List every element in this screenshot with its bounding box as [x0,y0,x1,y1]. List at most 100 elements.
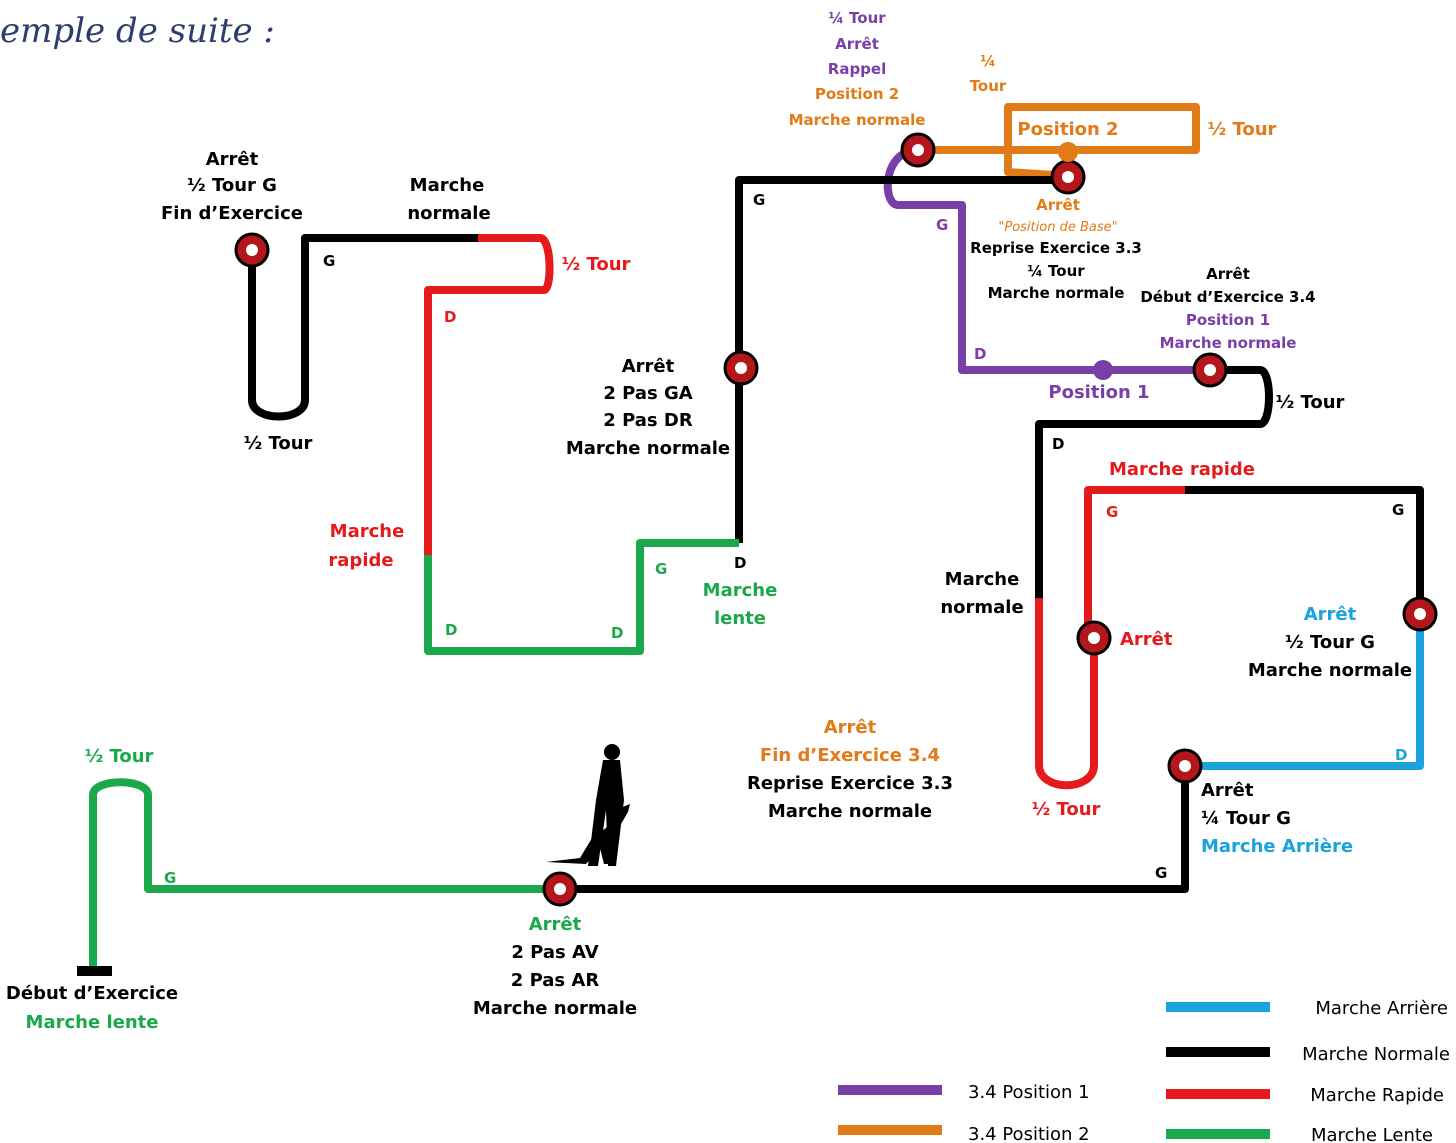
stop-label: ½ Tour G [1285,632,1375,653]
mode-label: Marche [703,580,778,601]
side-d-label: D [734,554,746,572]
side-d-label: D [974,345,986,363]
handler-dog-icon [546,744,630,866]
stop-label: Reprise Exercice 3.3 [970,239,1142,257]
stop-label: Marche normale [988,284,1125,302]
stop-label: "Position de Base" [998,220,1117,235]
stop-marker [1076,620,1112,656]
start-mode-label: Marche lente [26,1012,159,1033]
position-2-label: Position 2 [1017,119,1118,140]
side-g-label: G [753,191,765,209]
legend-swatch [838,1125,942,1135]
legend-label: 3.4 Position 2 [968,1124,1090,1143]
mode-label: rapide [328,550,393,571]
stop-label: Rappel [828,60,886,78]
path-lente-mid [424,539,739,655]
stop-marker [1192,352,1228,388]
path-normale-top [735,176,1068,543]
stop-label: Arrêt [206,149,259,170]
start-label: Début d’Exercice [6,983,178,1004]
stop-marker [723,350,759,386]
stop-label: Position 2 [815,85,899,103]
stop-marker [1050,159,1086,195]
turn-label: ¼ [980,52,996,70]
stop-label: ¼ Tour [828,9,886,27]
legend-label: Marche Normale [1302,1044,1450,1065]
stop-marker [1167,748,1203,784]
legend: Marche Arrière Marche Normale Marche Rap… [838,998,1450,1143]
turn-label: ½ Tour [244,433,313,454]
side-g-label: G [936,216,948,234]
stop-label: Arrêt [1201,780,1254,801]
position-2-dot [1058,142,1078,162]
position-1-dot [1093,360,1113,380]
stop-label: ¼ Tour G [1201,808,1291,829]
stop-label: Marche normale [566,438,730,459]
legend-label: Marche Rapide [1310,1085,1444,1106]
mode-label: normale [940,597,1023,618]
position-1-label: Position 1 [1048,382,1149,403]
stop-label: Arrêt [622,356,675,377]
path-normale-up [1035,366,1273,598]
legend-label: 3.4 Position 1 [968,1082,1090,1103]
legend-label: Marche Arrière [1315,998,1448,1019]
stop-label: Arrêt [1036,196,1080,214]
side-d-label: D [444,308,456,326]
legend-swatch [1166,1047,1270,1057]
turn-label: ½ Tour [1208,119,1277,140]
mode-label: Marche [945,569,1020,590]
stop-label: Marche Arrière [1201,836,1353,857]
annotation-label: Fin d’Exercice 3.4 [760,745,940,766]
side-d-label: D [1395,746,1407,764]
stop-label: Marche normale [1160,334,1297,352]
mode-label: Marche [410,175,485,196]
stop-label: Fin d’Exercice [161,203,303,224]
turn-label: ½ Tour [1032,799,1101,820]
stop-label: Début d’Exercice 3.4 [1140,288,1315,306]
path-normale-right [1185,486,1424,614]
side-g-label: G [164,869,176,887]
mode-label: Marche [330,521,405,542]
side-g-label: G [1155,864,1167,882]
stop-label: 2 Pas GA [603,383,692,404]
stop-label: Arrêt [529,914,582,935]
stop-label: Marche normale [789,111,926,129]
legend-swatch [1166,1129,1270,1139]
turn-label: ½ Tour [562,254,631,275]
stop-label: Arrêt [1206,265,1250,283]
stop-label: ½ Tour G [187,175,277,196]
stop-label: Marche normale [1248,660,1412,681]
side-g-label: G [1106,503,1118,521]
legend-swatch [1166,1002,1270,1012]
mode-label: lente [714,608,766,629]
legend-label: Marche Lente [1311,1125,1433,1143]
annotation-label: Marche normale [768,801,932,822]
page-title: emple de suite : [0,11,275,51]
side-d-label: D [445,621,457,639]
stop-label: Arrêt [1304,604,1357,625]
path-rapide-left [424,234,554,555]
stop-label: 2 Pas AV [511,942,598,963]
stop-marker [900,132,936,168]
mode-label: normale [407,203,490,224]
stop-label: Position 1 [1186,311,1270,329]
annotation-label: Reprise Exercice 3.3 [747,773,953,794]
stop-label: ¼ Tour [1027,262,1085,280]
stop-label: 2 Pas AR [511,970,600,991]
stop-label: Marche normale [473,998,637,1019]
side-g-label: G [655,560,667,578]
turn-label: Tour [970,77,1007,95]
stop-marker [1402,596,1438,632]
stop-marker [542,871,578,907]
path-normale-top-left [248,234,478,421]
stop-label: Arrêt [1120,629,1173,650]
mode-label: Marche rapide [1109,459,1255,480]
legend-swatch [838,1085,942,1095]
stop-marker [234,232,270,268]
annotation-label: Arrêt [824,717,877,738]
stop-label: Arrêt [835,35,879,53]
path-normale-bottom [560,766,1189,893]
stop-label: 2 Pas DR [603,410,693,431]
side-g-label: G [323,252,335,270]
